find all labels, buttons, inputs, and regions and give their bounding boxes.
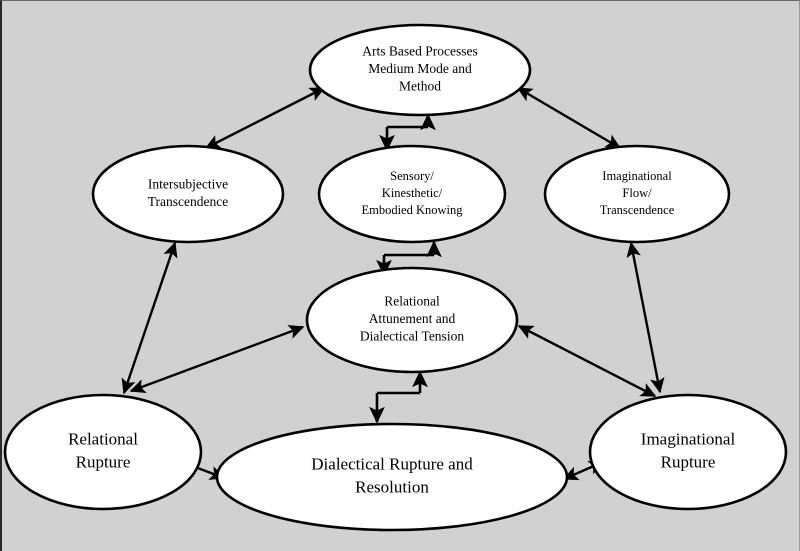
connector-intersubjective-to-relational-rupture: [121, 241, 178, 395]
node-shape[interactable]: [3, 393, 203, 511]
connector-arts-to-imaginational-flow: [516, 86, 622, 150]
node-shape[interactable]: [215, 422, 569, 532]
connector-line: [517, 324, 657, 398]
node-shape[interactable]: [543, 144, 731, 244]
node-shape[interactable]: [588, 393, 788, 511]
connector-line: [121, 241, 178, 395]
node-sensory-kinesthetic-embodied-knowing[interactable]: Sensory/Kinesthetic/Embodied Knowing: [317, 144, 507, 244]
connector-arts-to-intersubjective: [204, 86, 326, 150]
connector-imaginational-flow-to-imaginational-rupture: [626, 241, 665, 394]
connector-relational-rupture-to-attunement: [129, 325, 305, 393]
connector-line: [516, 86, 622, 150]
connector-arts-sensory-step: [379, 113, 436, 152]
connector-line: [626, 241, 665, 394]
connector-attunement-dialectical-step: [369, 370, 428, 424]
node-shape[interactable]: [308, 23, 532, 117]
node-shape[interactable]: [305, 266, 519, 374]
connector-attunement-to-imaginational-rupture: [517, 324, 657, 398]
node-label: Sensory/Kinesthetic/Embodied Knowing: [361, 169, 463, 217]
connector-line: [204, 86, 326, 150]
node-shape[interactable]: [317, 144, 507, 244]
connector-line: [129, 325, 305, 393]
node-shape[interactable]: [91, 144, 285, 244]
connector-layer: [121, 86, 665, 481]
